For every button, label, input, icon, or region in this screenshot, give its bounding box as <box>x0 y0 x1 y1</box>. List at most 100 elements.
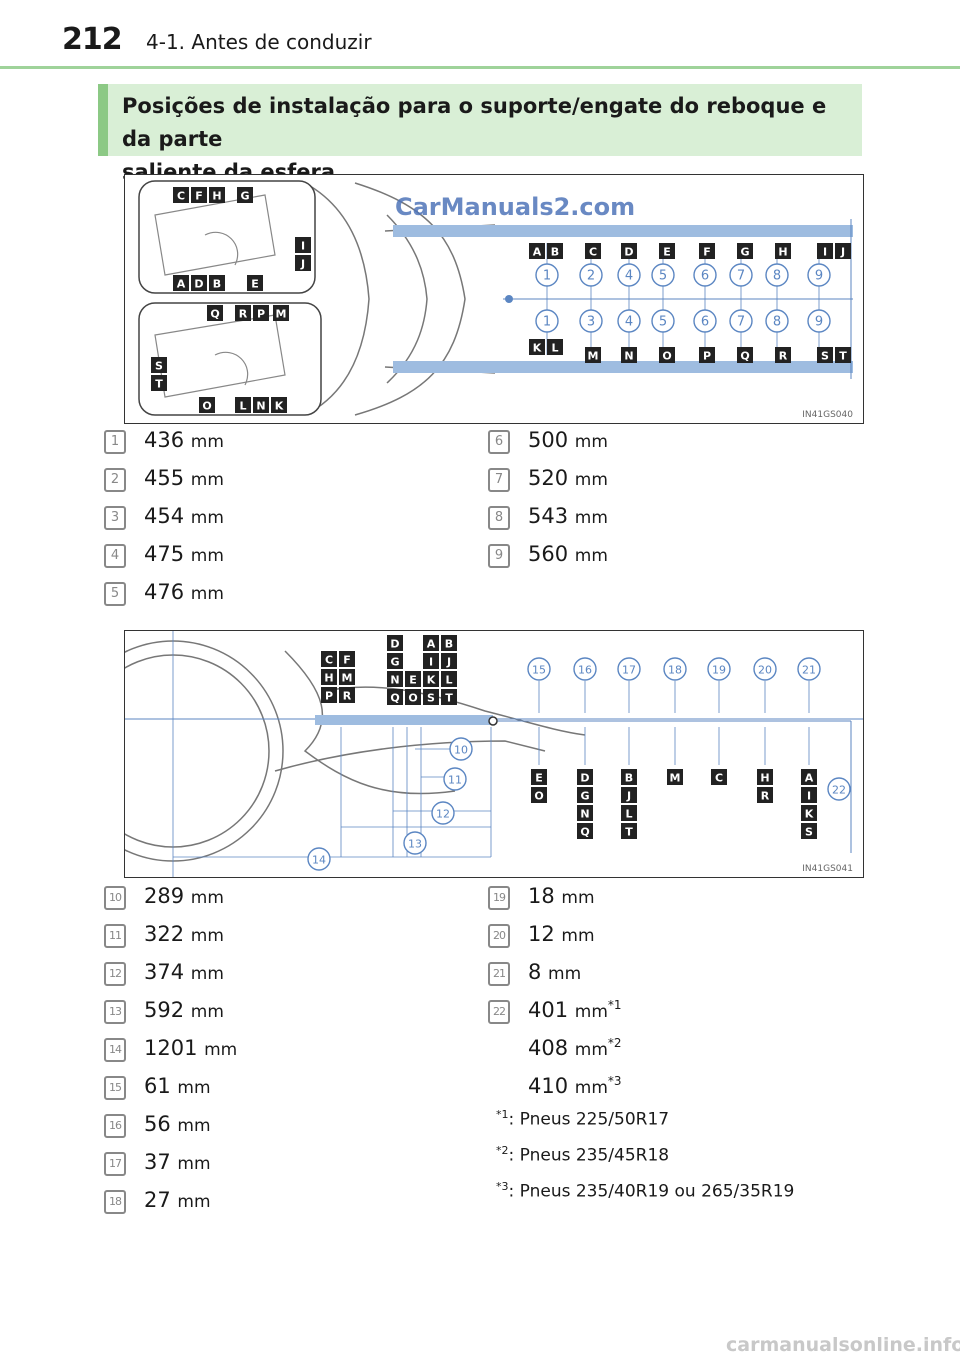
svg-text:B: B <box>213 278 221 291</box>
value-number: 408 <box>528 1036 575 1060</box>
svg-text:T: T <box>445 692 453 705</box>
item-number-badge: 17 <box>104 1152 126 1176</box>
inset-tag-n: N <box>253 397 269 413</box>
column-tag-r: R <box>757 787 773 803</box>
svg-text:R: R <box>343 690 352 703</box>
svg-text:H: H <box>760 772 769 785</box>
dimension-marker-7: 7 <box>729 309 753 333</box>
value-unit: mm <box>177 1116 211 1136</box>
svg-text:G: G <box>240 190 249 203</box>
item-number-badge: 7 <box>488 468 510 492</box>
value-unit: mm <box>190 888 224 908</box>
svg-text:P: P <box>257 308 265 321</box>
svg-text:J: J <box>300 258 305 271</box>
value-unit: mm <box>204 1040 238 1060</box>
svg-text:J: J <box>840 246 845 259</box>
item-number-badge: 8 <box>488 506 510 530</box>
ball-center <box>488 716 498 726</box>
inset-tag-s: S <box>151 357 167 373</box>
item-number-badge: 14 <box>104 1038 126 1062</box>
dimension-marker-20: 20 <box>753 657 777 681</box>
svg-text:16: 16 <box>578 664 592 677</box>
inset-tag-p: P <box>253 305 269 321</box>
inset-tag-c: C <box>173 187 189 203</box>
svg-text:9: 9 <box>815 315 823 330</box>
svg-text:L: L <box>551 342 558 355</box>
letter-tag-t: T <box>835 347 851 363</box>
svg-text:17: 17 <box>622 664 636 677</box>
header-divider <box>0 66 960 69</box>
inset-tag-i: I <box>295 237 311 253</box>
svg-text:C: C <box>325 654 333 667</box>
inset-tag-k: K <box>271 397 287 413</box>
svg-text:F: F <box>343 654 351 667</box>
grid-tag-n: N <box>387 671 403 687</box>
value-number: 56 <box>144 1112 178 1136</box>
column-tag-d: D <box>577 769 593 785</box>
svg-text:20: 20 <box>758 664 772 677</box>
dimension-value: 436 mm <box>144 428 224 452</box>
value-number: 475 <box>144 542 191 566</box>
svg-text:L: L <box>625 808 632 821</box>
value-unit: mm <box>561 888 595 908</box>
grid-tag-a: A <box>423 635 439 651</box>
grid-tag-l: L <box>441 671 457 687</box>
footnote-mark: *3 <box>496 1180 509 1193</box>
dimension-marker-3: 3 <box>579 309 603 333</box>
svg-text:E: E <box>251 278 259 291</box>
svg-text:E: E <box>663 246 671 259</box>
svg-text:18: 18 <box>668 664 682 677</box>
dimension-marker-11: 11 <box>443 767 467 791</box>
grid-tag-h: H <box>321 669 337 685</box>
value-number: 454 <box>144 504 191 528</box>
footnote-1: *1: Pneus 225/50R17 <box>496 1108 669 1130</box>
grid-tag-i: I <box>423 653 439 669</box>
svg-text:I: I <box>823 246 827 259</box>
dimension-marker-21: 21 <box>797 657 821 681</box>
dimension-value: 61 mm <box>144 1074 211 1098</box>
value-unit: mm <box>574 1040 608 1060</box>
value-unit: mm <box>177 1192 211 1212</box>
dimension-value: 56 mm <box>144 1112 211 1136</box>
letter-tag-o: O <box>659 347 675 363</box>
svg-text:E: E <box>535 772 543 785</box>
dimension-value: 18 mm <box>528 884 595 908</box>
inset-tag-f: F <box>191 187 207 203</box>
column-tag-m: M <box>667 769 683 785</box>
footnote-2: *2: Pneus 235/45R18 <box>496 1144 669 1166</box>
dimension-marker-7: 7 <box>729 263 753 287</box>
watermark-carmanuals2: CarManuals2.com <box>395 193 635 221</box>
svg-text:D: D <box>624 246 633 259</box>
dimension-value: 592 mm <box>144 998 224 1022</box>
svg-text:Q: Q <box>390 692 399 705</box>
value-unit: mm <box>574 1078 608 1098</box>
item-number-badge: 22 <box>488 1000 510 1024</box>
svg-text:19: 19 <box>712 664 726 677</box>
grid-tag-t: T <box>441 689 457 705</box>
inset-tag-a: A <box>173 275 189 291</box>
svg-text:T: T <box>155 378 163 391</box>
dimension-marker-6: 6 <box>693 263 717 287</box>
item-number-badge: 18 <box>104 1190 126 1214</box>
svg-text:7: 7 <box>737 315 745 330</box>
footnote-3: *3: Pneus 235/40R19 ou 265/35R19 <box>496 1180 794 1202</box>
footnote-mark: *2 <box>607 1036 622 1050</box>
value-number: 1201 <box>144 1036 205 1060</box>
dimension-value: 455 mm <box>144 466 224 490</box>
svg-text:Q: Q <box>210 308 219 321</box>
svg-text:H: H <box>212 190 221 203</box>
grid-tag-c: C <box>321 651 337 667</box>
item-number-badge: 20 <box>488 924 510 948</box>
item-number-badge: 2 <box>104 468 126 492</box>
column-tag-g: G <box>577 787 593 803</box>
svg-text:L: L <box>445 674 452 687</box>
svg-text:O: O <box>534 790 543 803</box>
letter-tag-d: D <box>621 243 637 259</box>
value-number: 401 <box>528 998 575 1022</box>
inset-panel-front <box>138 180 316 294</box>
section-header: Posições de instalação para o suporte/en… <box>98 84 862 184</box>
dimension-marker-8: 8 <box>765 309 789 333</box>
svg-text:E: E <box>409 674 417 687</box>
